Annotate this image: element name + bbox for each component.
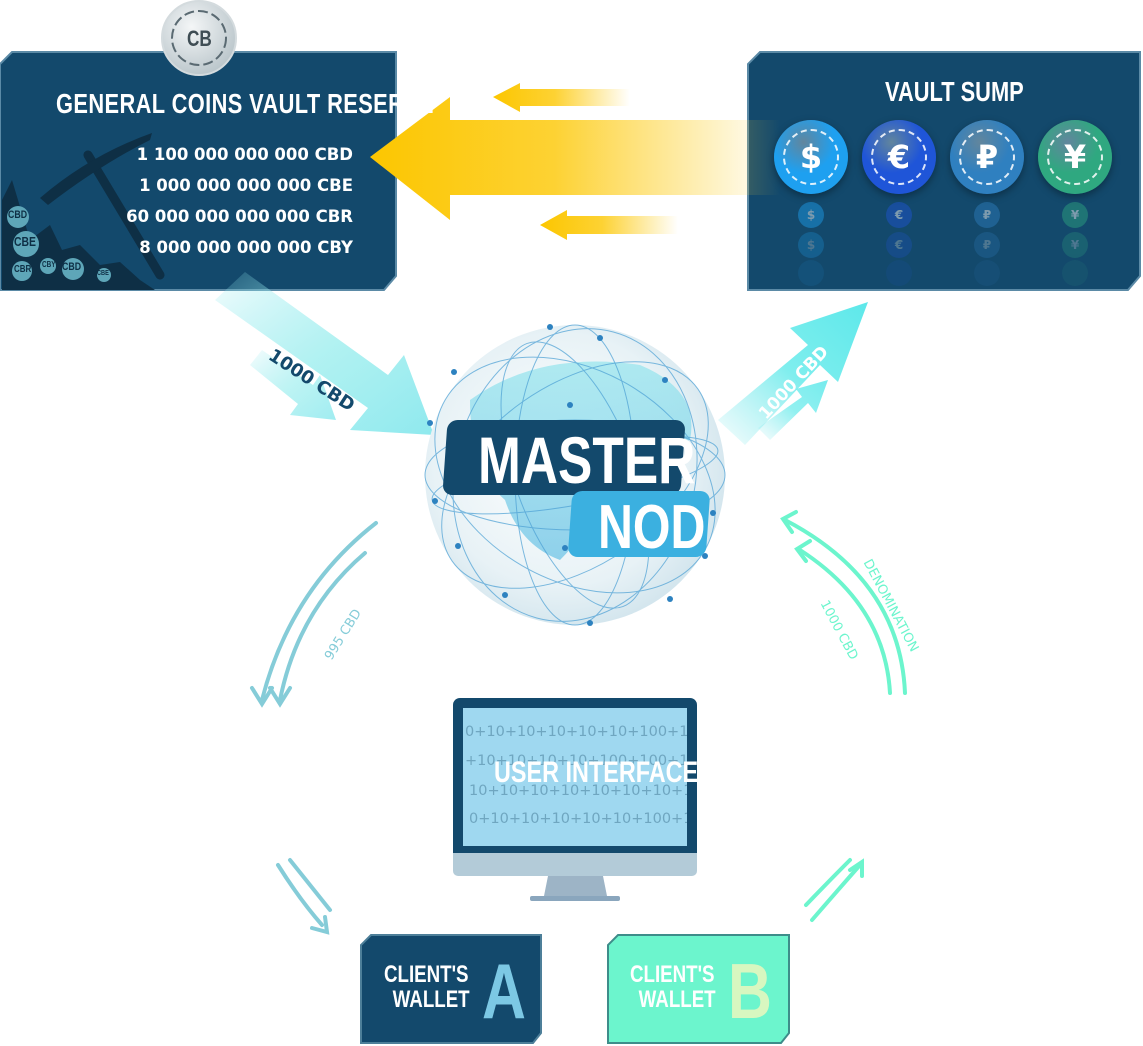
yen-coin-reflection: [1062, 260, 1088, 286]
code-line: 0+10+10+10+10+10+100+10: [465, 724, 687, 740]
mine-coin-label: CBE: [14, 234, 36, 249]
mine-coin-label: CBD: [62, 261, 82, 273]
master-node-title: MASTER: [478, 423, 696, 497]
coin-ring: [959, 129, 1015, 185]
cb-logo-text: CB: [187, 26, 212, 51]
euro-symbol: €: [887, 138, 911, 176]
code-line: 10+10+10+10+10+10+10+10: [469, 783, 687, 799]
reserve-amount-cbr: 60 000 000 000 000 CBR: [126, 207, 353, 226]
monitor-stand: [530, 876, 620, 901]
yen-coin-reflection: ¥: [1062, 232, 1088, 258]
reserve-to-node-arrows: [215, 272, 434, 435]
mine-coin-label: CBD: [8, 209, 28, 221]
mine-coin-label: CBR: [14, 264, 32, 275]
wallet-a-line2: WALLET: [392, 986, 470, 1013]
dollar-symbol: $: [799, 138, 823, 176]
reserve-amount-cbd: 1 100 000 000 000 CBD: [136, 145, 353, 164]
wallet-b-line1: CLIENT'S: [630, 961, 715, 988]
pickaxe-icon: [40, 133, 165, 280]
ruble-symbol: ₽: [975, 138, 999, 176]
wallet-a-line1: CLIENT'S: [384, 961, 469, 988]
code-line: +10+10+10+10+100+100+10: [465, 753, 687, 769]
node-to-vault-arrows: [718, 302, 868, 445]
yen-coin-icon: ¥: [1038, 120, 1112, 194]
euro-coin-icon: €: [862, 120, 936, 194]
wallet-a-letter: A: [482, 947, 526, 1035]
mine-coins: [7, 206, 111, 282]
yen-symbol: ¥: [1063, 138, 1087, 176]
ruble-coin-reflection: ₽: [974, 202, 1000, 228]
wallet-b-to-node-arrows: [780, 510, 907, 922]
node-to-wallet-a-arrows: [250, 521, 378, 935]
coin-ring: [783, 129, 839, 185]
gold-arrow-bottom: [540, 210, 678, 240]
vault-coin-row: $ $ $ € € € ₽ ₽ ₽ ¥ ¥ ¥: [774, 120, 1115, 286]
wallet-b-letter: B: [728, 947, 772, 1035]
reserve-title: GENERAL COINS VAULT RESERVE: [56, 88, 434, 119]
wallet-a-label: CLIENT'S WALLET: [384, 962, 492, 1012]
cb-logo-icon: [161, 0, 237, 76]
mine-coin-label: CBY: [42, 260, 56, 269]
monitor-chin: [453, 853, 697, 876]
master-node-subtitle: NOD: [598, 493, 706, 562]
gold-arrow-top: [493, 83, 630, 112]
mine-rock-icon: [2, 180, 155, 290]
ruble-coin-reflection: ₽: [974, 232, 1000, 258]
coin-ring: [1047, 129, 1103, 185]
gold-arrow-large: [370, 97, 780, 220]
monitor-screen: 0+10+10+10+10+10+100+10 +10+10+10+10+100…: [463, 708, 687, 846]
euro-coin-reflection: €: [886, 232, 912, 258]
dollar-coin-reflection: [798, 260, 824, 286]
dollar-coin-reflection: $: [798, 202, 824, 228]
yen-coin-reflection: ¥: [1062, 202, 1088, 228]
reserve-amount-cbe: 1 000 000 000 000 CBE: [139, 176, 353, 195]
wallet-b-label: CLIENT'S WALLET: [630, 962, 738, 1012]
mine-coin-label: CBE: [97, 270, 109, 277]
wallet-b-line2: WALLET: [638, 986, 716, 1013]
gold-arrows: [370, 83, 780, 240]
reserve-amount-cby: 8 000 000 000 000 CBY: [139, 238, 353, 257]
code-line: 0+10+10+10+10+10+100+10: [469, 811, 687, 827]
vault-sump-panel: [747, 51, 1141, 291]
user-interface-title: USER INTERFACE: [494, 756, 699, 789]
dollar-coin-icon: $: [774, 120, 848, 194]
euro-coin-reflection: €: [886, 202, 912, 228]
euro-coin-reflection: [886, 260, 912, 286]
wallet-a-box: [360, 934, 542, 1044]
dollar-coin-reflection: $: [798, 232, 824, 258]
ruble-coin-icon: ₽: [950, 120, 1024, 194]
wallet-b-box: [607, 934, 790, 1044]
vault-sump-title: VAULT SUMP: [885, 76, 1024, 107]
ruble-coin-reflection: [974, 260, 1000, 286]
coin-ring: [871, 129, 927, 185]
reserve-panel: [0, 51, 397, 291]
